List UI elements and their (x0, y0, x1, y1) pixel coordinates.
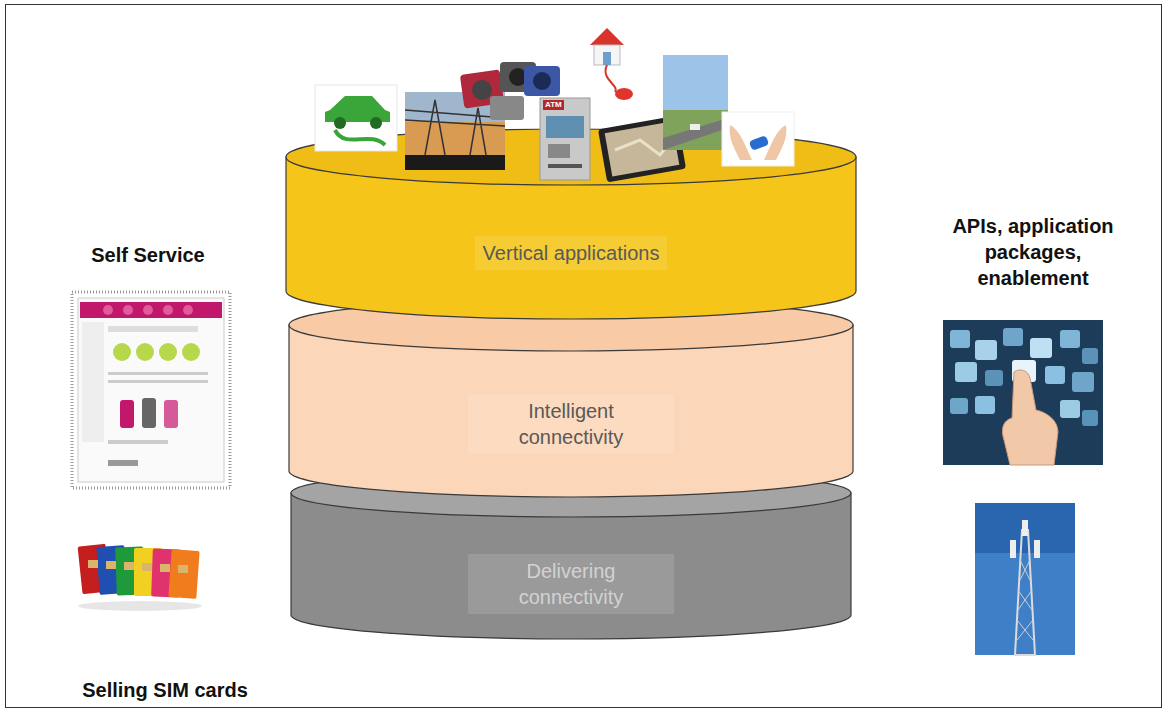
side-label: Self Service (91, 242, 204, 268)
self-service-screenshot (72, 292, 230, 488)
layer-title: Delivering connectivity (468, 554, 674, 614)
cylinder-layer: Vertical applications (285, 128, 857, 320)
sim-cards (78, 544, 202, 611)
cell-tower-image (975, 503, 1075, 655)
cylinder-layer: Intelligent connectivity (288, 298, 854, 498)
side-label: Selling SIM cards (82, 677, 248, 703)
frame (6, 5, 1162, 708)
cameras-icon (460, 62, 560, 120)
house-mouse-icon (590, 28, 633, 100)
cylinder-shape (285, 128, 857, 320)
layer-title: Vertical applications (475, 236, 668, 270)
layer-title: Intelligent connectivity (468, 394, 674, 454)
atm-sign: ATM (543, 100, 564, 110)
side-label: APIs, application packages, enablement (943, 213, 1123, 291)
api-touch-image (943, 320, 1103, 465)
